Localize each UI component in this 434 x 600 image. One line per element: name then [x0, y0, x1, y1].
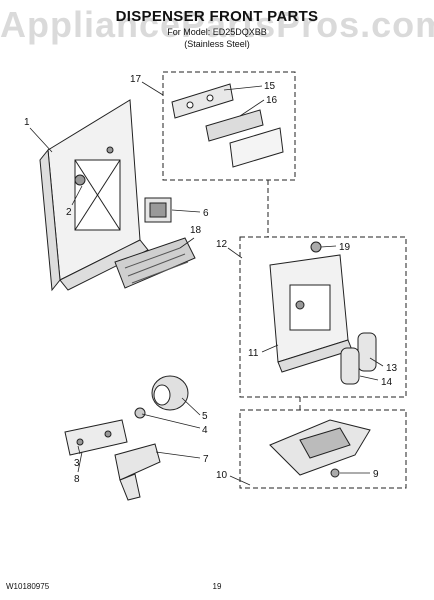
part-10-chute: [269, 419, 371, 476]
part-6: [144, 197, 172, 223]
callout-15: 15: [264, 81, 276, 92]
callout-4: 4: [202, 425, 208, 436]
callout-2: 2: [66, 207, 72, 218]
callout-1: 1: [24, 117, 30, 128]
callout-6: 6: [203, 208, 209, 219]
model-line: For Model: ED25DQXBB: [167, 27, 267, 37]
callout-18: 18: [190, 225, 202, 236]
group-10-box: [239, 409, 407, 489]
doc-number: W10180975: [6, 582, 50, 591]
group-12-box: [239, 236, 407, 398]
group-17-box: [162, 71, 296, 181]
part-3-8-bracket: [64, 419, 128, 456]
leader-lines: [29, 81, 384, 486]
callout-5: 5: [202, 411, 208, 422]
part-13-14-paddles: [340, 332, 377, 385]
part-15: [171, 83, 234, 119]
part-12-bracket: [269, 254, 353, 373]
part-16: [205, 109, 284, 168]
finish-line: (Stainless Steel): [184, 39, 250, 49]
callout-7: 7: [203, 454, 209, 465]
callout-12: 12: [216, 239, 228, 250]
page-title: DISPENSER FRONT PARTS: [115, 8, 319, 25]
callout-14: 14: [381, 377, 393, 388]
callout-16: 16: [266, 95, 278, 106]
callout-13: 13: [386, 363, 398, 374]
part-18-grille: [114, 237, 196, 289]
part-4: [134, 407, 146, 419]
part-1-housing: [39, 99, 149, 292]
callout-9: 9: [373, 469, 379, 480]
part-7-actuator: [114, 443, 161, 501]
callout-11: 11: [248, 348, 259, 359]
page-number: 19: [212, 582, 222, 591]
callout-19: 19: [339, 242, 351, 253]
callout-3: 3: [74, 458, 80, 469]
callout-10: 10: [216, 470, 228, 481]
callout-labels: 1 2 3 4 5 6 7 8 9 10 11 12 13 14 15 16 1…: [24, 74, 398, 485]
part-5-motor: [151, 375, 189, 411]
callout-17: 17: [130, 74, 142, 85]
callout-8: 8: [74, 474, 80, 485]
part-19-fastener: [310, 241, 322, 253]
part-9-screw: [330, 468, 340, 478]
